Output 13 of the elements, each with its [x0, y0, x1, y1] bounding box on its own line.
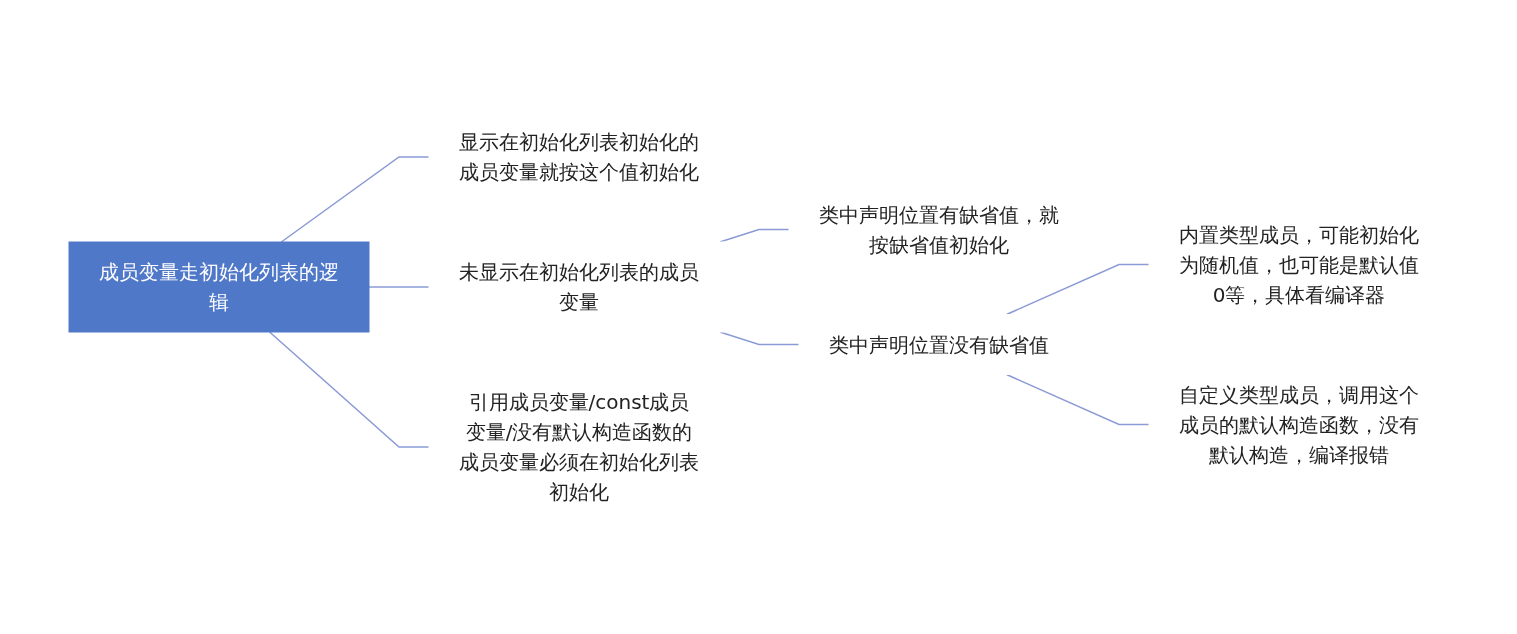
connector — [1005, 263, 1150, 316]
node-text: 自定义类型成员，调用这个成员的默认构造函数，没有默认构造，编译报错 — [1178, 382, 1419, 467]
connector — [280, 156, 430, 243]
node-text: 类中声明位置有缺省值，就按缺省值初始化 — [818, 202, 1059, 257]
node-text: 显示在初始化列表初始化的成员变量就按这个值初始化 — [458, 130, 699, 184]
connector — [367, 286, 430, 288]
node-text: 内置类型成员，可能初始化为随机值，也可能是默认值0等，具体看编译器 — [1178, 222, 1419, 307]
connector — [1005, 373, 1150, 426]
node-box: 成员变量走初始化列表的逻辑 — [68, 241, 369, 333]
node-text: 未显示在初始化列表的成员变量 — [458, 260, 699, 314]
node-text: 类中声明位置没有缺省值 — [828, 332, 1049, 357]
node-text: 引用成员变量/const成员变量/没有默认构造函数的成员变量必须在初始化列表初始化 — [458, 390, 699, 504]
connector — [268, 331, 430, 448]
